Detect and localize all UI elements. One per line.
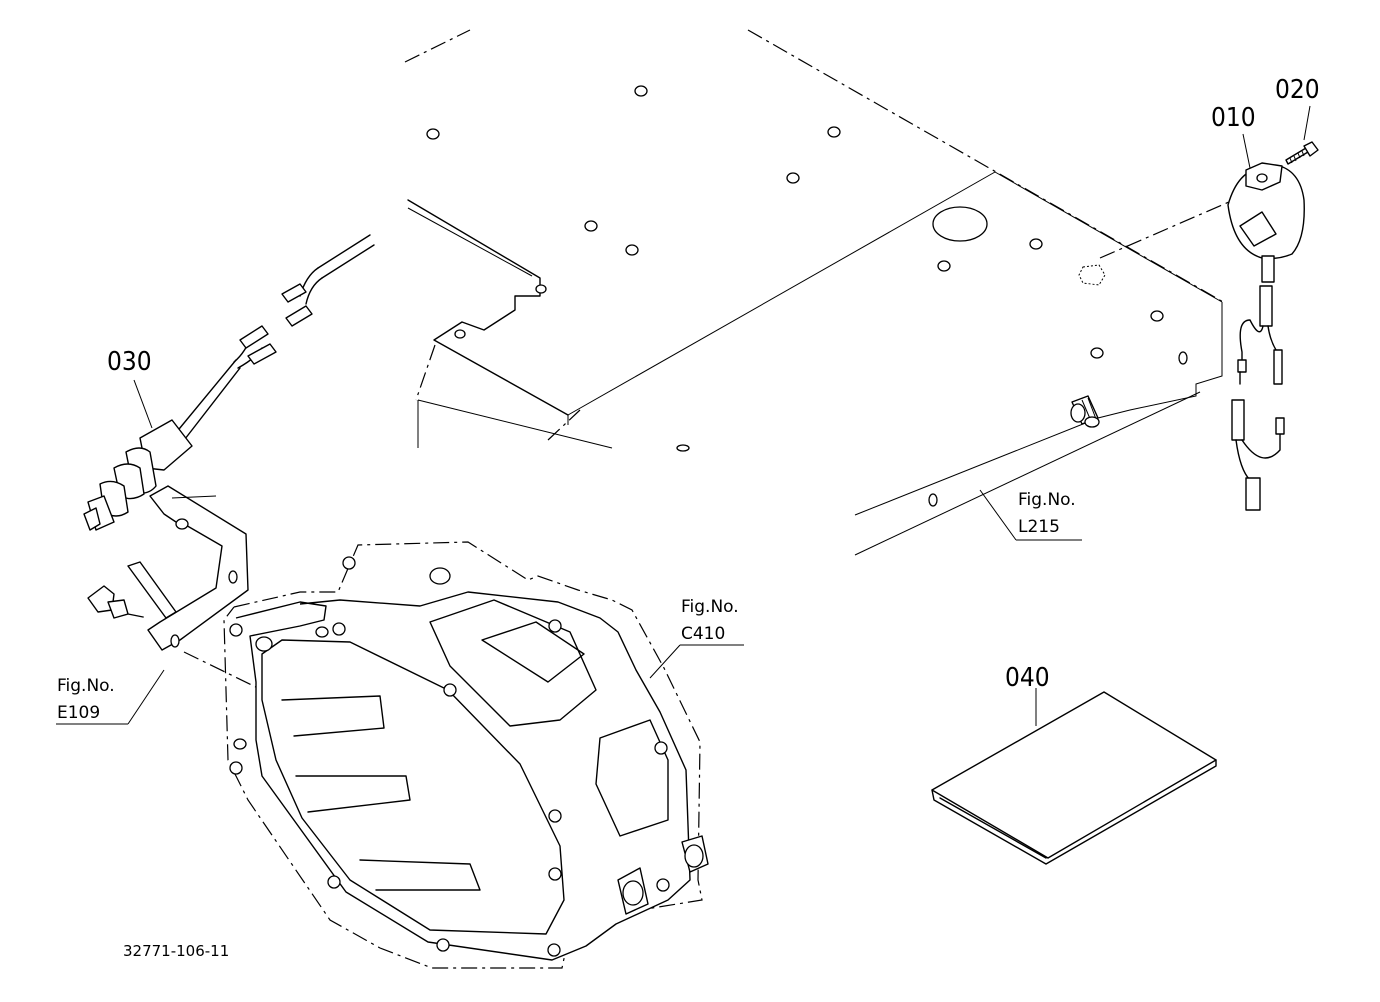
stud <box>1070 395 1100 428</box>
part-030-switch <box>83 234 375 691</box>
fig-ref-c410-number: C410 <box>681 624 725 644</box>
label-030: 030 <box>107 347 152 377</box>
fig-ref-l215-number: L215 <box>1018 517 1060 537</box>
leader-lines <box>56 105 1311 725</box>
label-020: 020 <box>1275 75 1320 105</box>
fig-ref-c410-title: Fig.No. <box>681 597 739 617</box>
floor-plate <box>404 29 1246 556</box>
hex-boss <box>1078 264 1106 286</box>
fig-ref-e109-title: Fig.No. <box>57 676 115 696</box>
fig-ref-e109-number: E109 <box>57 703 100 723</box>
part-020-bolt <box>1285 141 1319 165</box>
label-040: 040 <box>1005 663 1050 693</box>
fig-ref-l215-title: Fig.No. <box>1018 490 1076 510</box>
drawing-code: 32771-106-11 <box>123 942 229 960</box>
part-010-horn <box>1227 162 1305 511</box>
label-010: 010 <box>1211 103 1256 133</box>
gear-case <box>223 541 709 969</box>
part-040-manual <box>931 688 1217 865</box>
